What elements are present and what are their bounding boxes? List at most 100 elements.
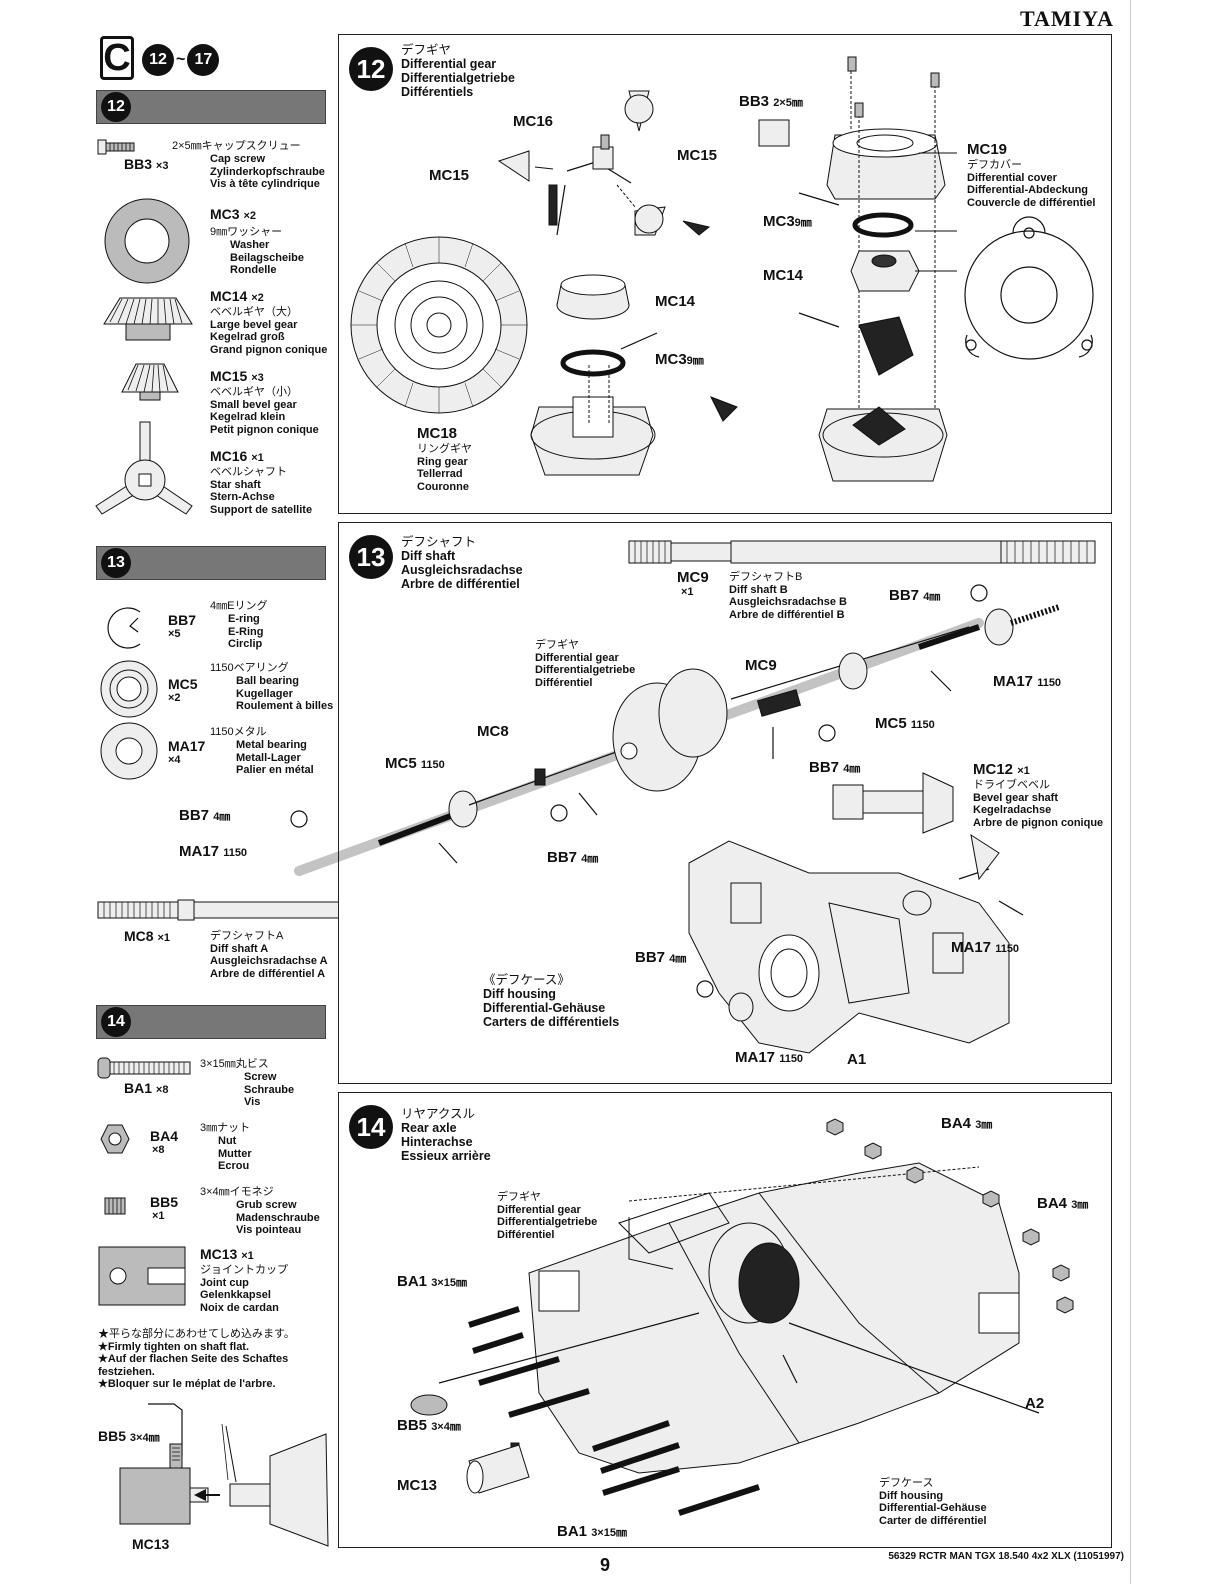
mc3-code: MC3 ×2 [210, 206, 256, 222]
step14-ba1b-label: BA1 3×15㎜ [557, 1523, 627, 1540]
note-fr: ★Bloquer sur le méplat de l'arbre. [98, 1378, 276, 1390]
tighten-detail-illustration [119, 1403, 329, 1547]
note-de-1: ★Auf der flachen Seite des Schaftes [98, 1353, 289, 1365]
bb7-code: BB7 [168, 612, 197, 628]
page-fold-line [1130, 0, 1131, 1584]
ba4-desc: 3㎜ナット [200, 1122, 251, 1134]
mc13-code: MC13 ×1 [200, 1246, 254, 1262]
step12-number: 12 [349, 47, 393, 91]
step12-diagram [350, 56, 1094, 482]
bb3-screw-icon [97, 139, 135, 155]
step12-mc14-label: MC14 [655, 293, 696, 310]
ba1-screw-icon [97, 1057, 191, 1079]
mc16-star-shaft-icon [95, 421, 193, 515]
ba1-code: BA1 ×8 [124, 1080, 169, 1096]
step12-bb3-label: BB3 2×5㎜ [739, 93, 803, 110]
ma17-metal-bearing-icon [100, 722, 158, 780]
step12-mc18-label: MC18 [417, 425, 458, 442]
ba4-qty: ×8 [152, 1144, 165, 1156]
tighten-note: ★平らな部分にあわせてしめ込みます。 ★Firmly tighten on sh… [98, 1328, 295, 1391]
step13-bb7c-label: BB7 4㎜ [179, 807, 231, 824]
step14-parts-bar: 14 [96, 1005, 326, 1039]
step13-badge: 13 [101, 548, 131, 578]
step14-ba4a-label: BA4 3㎜ [941, 1115, 993, 1132]
bb5-qty: ×1 [152, 1210, 165, 1222]
mc5-ball-bearing-icon [100, 660, 158, 718]
step12-mc3-label: MC39㎜ [655, 351, 704, 368]
bb3-fr: Vis à tête cylindrique [210, 178, 320, 190]
step13-bb7d-label: BB7 4㎜ [547, 849, 599, 866]
note-de-2: festziehen. [98, 1365, 155, 1378]
step13-mc5b-label: MC5 1150 [385, 755, 445, 772]
step13-ma17c-label: MA17 1150 [951, 939, 1020, 956]
mc14-code: MC14 ×2 [210, 288, 264, 304]
step12-badge: 12 [101, 92, 131, 122]
step13-mc9-label: MC9 [677, 569, 709, 586]
mc5-qty: ×2 [168, 692, 181, 704]
ba4-code: BA4 [150, 1128, 179, 1144]
bb3-en: Cap screw [210, 153, 266, 165]
footer-model-code: 56329 RCTR MAN TGX 18.540 4x2 XLX (11051… [888, 1551, 1124, 1562]
bb3-desc: 2×5㎜キャップスクリュー [172, 140, 301, 153]
mc3-desc: 9㎜ワッシャー [210, 226, 283, 238]
step-range-to: 17 [187, 44, 220, 76]
step12-mc3b-label: MC39㎜ [763, 213, 812, 230]
ba1-desc: 3×15㎜丸ビス [200, 1058, 269, 1070]
bb3-code: BB3 ×3 [124, 156, 169, 172]
mc5-desc: 1150ベアリング [210, 662, 289, 674]
step14-ba4b-label: BA4 3㎜ [1037, 1195, 1089, 1212]
step14-diagram [410, 1118, 1074, 1516]
step13-ma17b-label: MA17 1150 [179, 843, 248, 860]
mc16-code: MC16 ×1 [210, 448, 264, 464]
mc5-code: MC5 [168, 676, 198, 692]
mc15-code: MC15 ×3 [210, 368, 264, 384]
bb3-de: Zylinderkopfschraube [210, 165, 325, 178]
note-bb5-label: BB5 3×4㎜ [98, 1428, 160, 1444]
brand-logo: TAMIYA [1019, 6, 1114, 31]
step14-badge: 14 [101, 1007, 131, 1037]
step13-mc9b-label: MC9 [745, 657, 777, 674]
step13-ma17d-label: MA17 1150 [735, 1049, 804, 1066]
bb5-code: BB5 [150, 1194, 179, 1210]
step12-mc15a-label: MC15 [429, 167, 470, 184]
page-number: 9 [600, 1555, 611, 1575]
bb5-grub-screw-icon [104, 1197, 126, 1215]
mc15-small-bevel-gear-icon [121, 363, 179, 401]
step13-mc8-label: MC8 [477, 723, 509, 740]
ma17-code: MA17 [168, 738, 206, 754]
step14-number: 14 [349, 1105, 393, 1149]
step14-a2-label: A2 [1025, 1395, 1045, 1412]
step13-bb7a-label: BB7 4㎜ [889, 587, 941, 604]
ba4-nut-icon [100, 1124, 130, 1154]
step13-mc9-qty: ×1 [681, 586, 694, 598]
step13-bb7b-label: BB7 4㎜ [809, 759, 861, 776]
note-jp: ★平らな部分にあわせてしめ込みます。 [98, 1328, 295, 1340]
step-range-from: 12 [142, 44, 174, 76]
step12-mc16-label: MC16 [513, 113, 554, 130]
bb7-qty: ×5 [168, 628, 181, 640]
bb3-jp: 2×5㎜キャップスクリュー [172, 140, 301, 152]
